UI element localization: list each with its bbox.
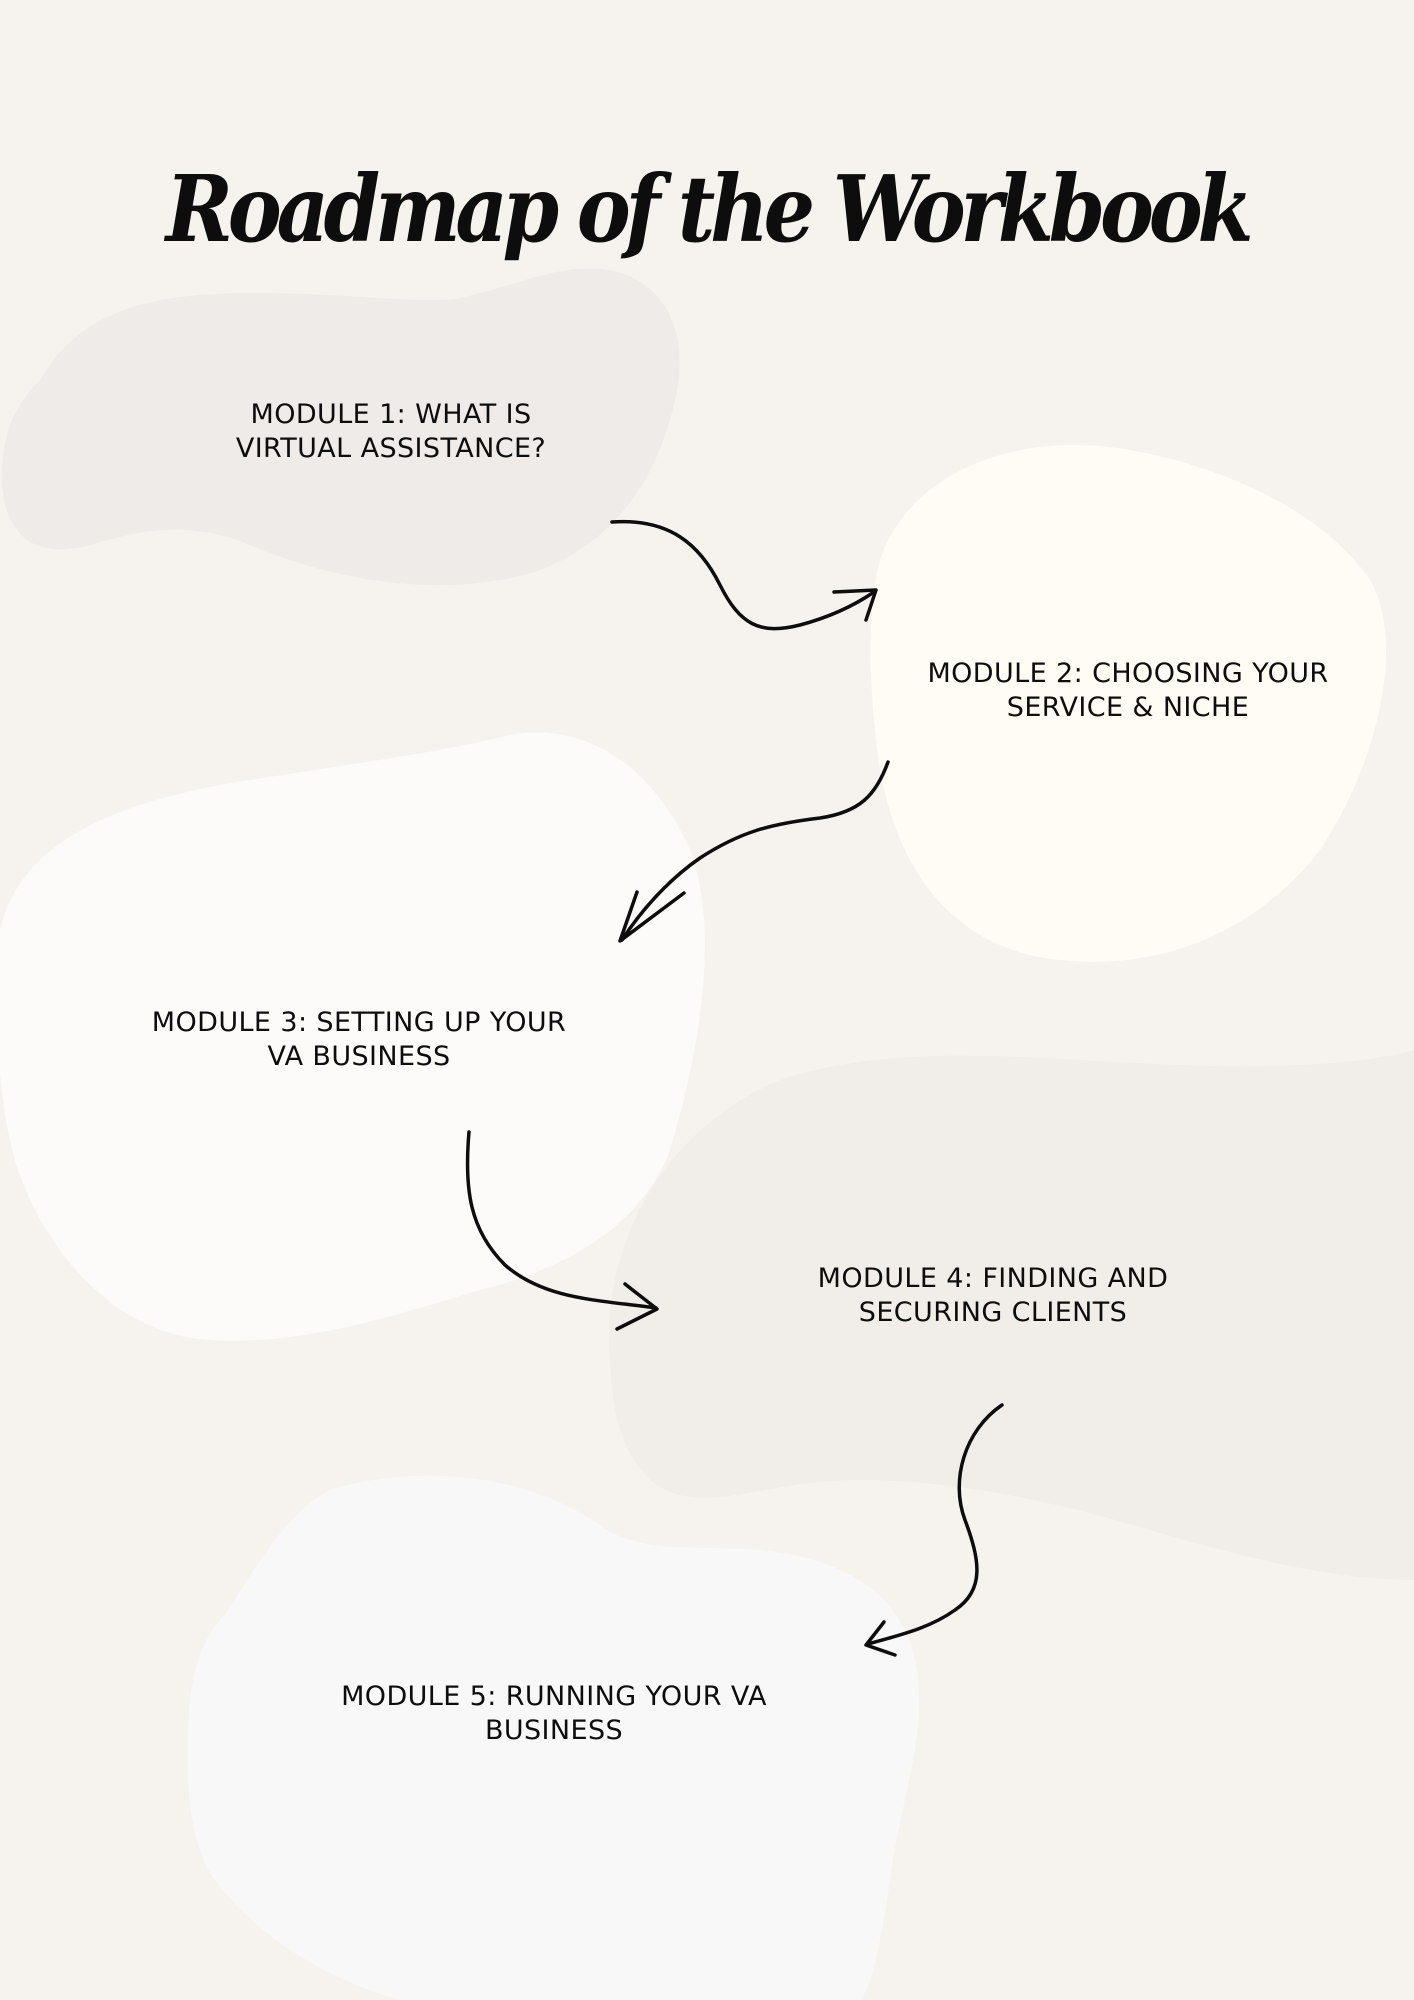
arrow-3-to-4-shaft [465,1130,658,1310]
module-2-label-line-2: SERVICE & NICHE [1006,692,1250,723]
arrow-4-to-5 [864,1403,1004,1657]
arrow-3-to-4-head [615,1282,659,1331]
module-3-label-line-1: MODULE 3: SETTING UP YOUR [151,1007,567,1038]
page-title: Roadmap of the Workbook [165,154,1254,263]
module-3-label-line-2: VA BUSINESS [267,1041,451,1072]
arrow-2-to-3 [618,760,890,943]
module-5-label: MODULE 5: RUNNING YOUR VA BUSINESS [341,1680,767,1748]
module-1-blob [1,268,680,586]
module-2-label-line-1: MODULE 2: CHOOSING YOUR [927,658,1329,689]
module-1-label: MODULE 1: WHAT IS VIRTUAL ASSISTANCE? [236,398,546,466]
module-3-blob [0,732,705,1341]
arrow-4-to-5-head [864,1620,897,1657]
module-4-label-line-2: SECURING CLIENTS [858,1297,1128,1328]
module-1-label-line-2: VIRTUAL ASSISTANCE? [235,433,547,464]
arrow-1-to-2-shaft [610,519,876,631]
arrow-2-to-3-shaft [620,760,890,942]
arrow-4-to-5-shaft [866,1403,1004,1646]
arrow-1-to-2 [610,519,878,631]
module-5-blob [187,1475,920,2000]
module-1-label-line-1: MODULE 1: WHAT IS [250,399,532,430]
arrow-3-to-4 [465,1130,659,1331]
module-5-label-line-2: BUSINESS [484,1715,624,1746]
module-2-label: MODULE 2: CHOOSING YOUR SERVICE & NICHE [927,657,1328,725]
arrow-1-to-2-head [832,588,878,622]
module-4-blob [608,1050,1414,1580]
module-4-label: MODULE 4: FINDING AND SECURING CLIENTS [818,1262,1169,1330]
module-2-blob [870,444,1386,962]
arrow-2-to-3-head [618,890,686,943]
module-5-label-line-1: MODULE 5: RUNNING YOUR VA [341,1681,767,1712]
module-4-label-line-1: MODULE 4: FINDING AND [817,1263,1169,1294]
module-3-label: MODULE 3: SETTING UP YOUR VA BUSINESS [152,1006,566,1074]
